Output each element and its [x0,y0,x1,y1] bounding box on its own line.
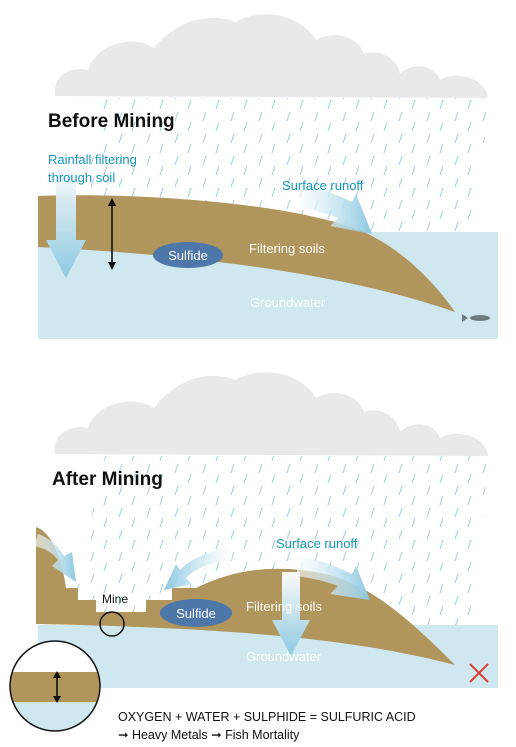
surface-runoff-arrow [296,184,372,234]
x-mark-icon [469,663,489,683]
runoff-into-mine-arrow-right [164,548,232,590]
mine-label: Mine [102,592,128,606]
soil-after [36,527,455,665]
infiltration-arrow [272,572,310,656]
filtering-soils-label-after: Filtering soils [246,599,322,614]
rainfall-label-line1: Rainfall filtering [48,152,137,167]
rainfall-label-line2: through soil [48,170,115,185]
sulfide-deposit-before [153,242,223,268]
sulfide-label-after: Sulfide [176,606,216,621]
equation-line1: OXYGEN + WATER + SULPHIDE = SULFURIC ACI… [118,710,416,724]
before-title: Before Mining [48,111,175,132]
equation-line2: ➞ Heavy Metals ➞ Fish Mortality [118,728,300,742]
filtering-soils-label-before: Filtering soils [249,241,325,256]
cloud-bottom [54,372,489,456]
double-arrow-icon [53,671,61,703]
surface-runoff-label-after: Surface runoff [276,536,358,551]
surface-runoff-arrow-after [296,556,370,600]
sulfide-label-before: Sulfide [168,248,208,263]
runoff-into-mine-arrow-left [34,534,76,582]
after-panel: After Mining Surface runoff Mine Sulfide… [9,372,498,732]
fish-icon [462,314,490,322]
surface-runoff-label-before: Surface runoff [282,178,364,193]
soil-before [38,195,455,312]
rainfall-filtering-arrow [46,162,86,278]
groundwater-label-after: Groundwater [246,649,322,664]
soil-depth-arrow [108,198,116,270]
after-title: After Mining [52,469,163,490]
sulfide-deposit-after [160,599,232,627]
groundwater-label-before: Groundwater [250,295,326,310]
mine-highlight-circle [99,611,125,637]
cloud-top [54,14,489,99]
before-panel: Before Mining Rainfall filtering through… [38,14,498,339]
